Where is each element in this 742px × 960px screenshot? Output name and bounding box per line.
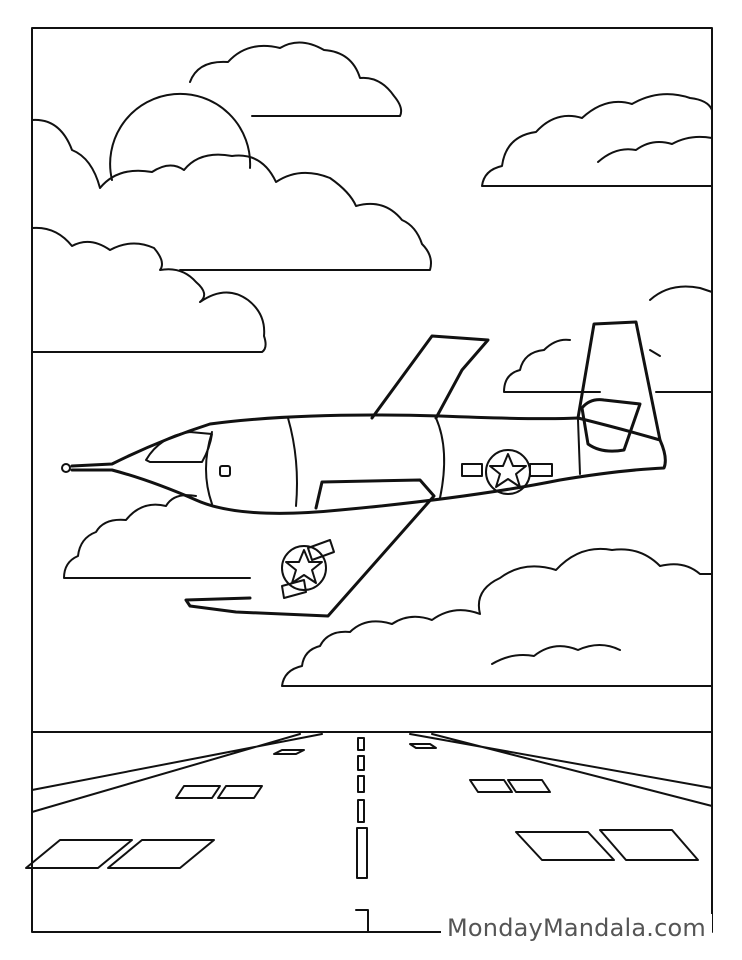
runway-mark-left-1 (273, 749, 305, 755)
nose-probe-tip (61, 463, 71, 473)
runway-mark-left-2 (175, 785, 263, 799)
fuselage-port (219, 465, 231, 477)
runway-mark-right-1 (409, 743, 437, 749)
canopy (145, 431, 213, 463)
runway-centerline (355, 737, 369, 933)
sun-icon (109, 92, 252, 181)
page-border (31, 27, 713, 933)
panel-line-4 (577, 419, 581, 475)
tail-fin-detail (649, 349, 661, 357)
cloud-top-right-inner (597, 135, 713, 163)
runway-mark-left-3 (25, 839, 215, 869)
runway-mark-right-2 (469, 779, 551, 793)
cloud-left-large (31, 118, 432, 271)
far-wing (370, 334, 490, 420)
cloud-right-middle (503, 285, 713, 393)
fuselage-star-roundel-icon (461, 449, 553, 495)
runway-mark-right-3 (515, 829, 699, 861)
panel-line-1 (205, 431, 213, 505)
panel-line-2 (287, 417, 298, 507)
panel-line-3 (435, 417, 446, 499)
cloud-top-center (189, 41, 403, 117)
cloud-lower-right (281, 547, 713, 687)
cloud-left-large-2 (31, 226, 267, 353)
cloud-lower-left (63, 494, 251, 579)
horizontal-stabilizer (580, 398, 642, 453)
watermark-text: MondayMandala.com (441, 914, 712, 942)
near-wing (184, 478, 436, 618)
runway-edge-right (409, 733, 713, 807)
x1-airplane (61, 320, 667, 618)
fuselage (70, 413, 667, 515)
cloud-lower-right-inner (491, 644, 621, 665)
vertical-tail (576, 320, 662, 442)
runway-edge-left (31, 733, 323, 813)
cloud-top-right (481, 93, 713, 187)
wing-star-roundel-icon (281, 539, 335, 599)
